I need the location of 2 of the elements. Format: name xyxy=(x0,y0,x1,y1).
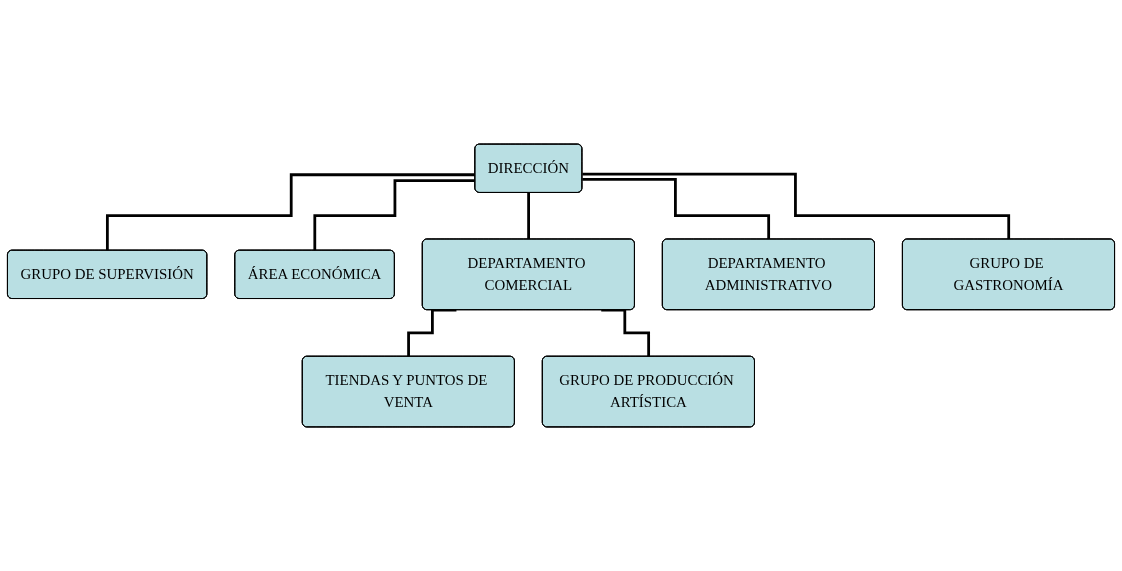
connector xyxy=(105,173,476,252)
connector xyxy=(313,179,476,252)
